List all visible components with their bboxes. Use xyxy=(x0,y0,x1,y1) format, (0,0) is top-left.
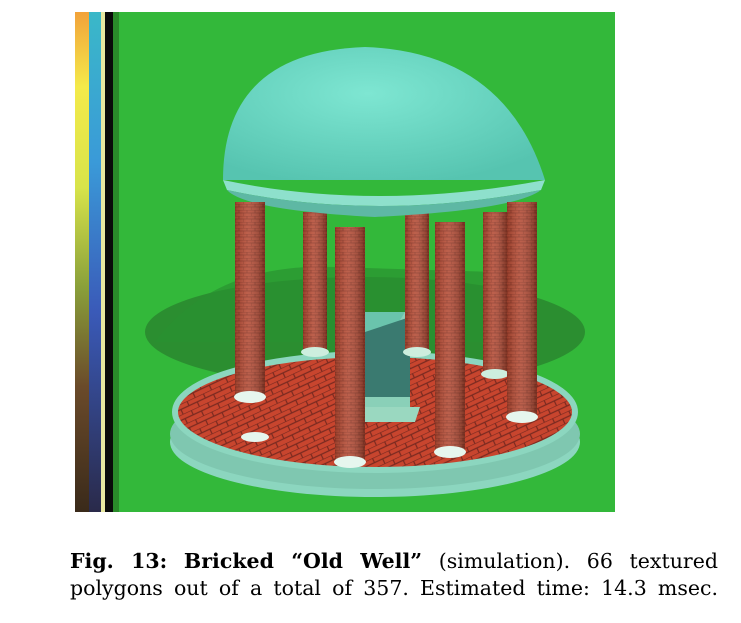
figure-title: Bricked “Old Well” xyxy=(183,549,423,573)
caption-line-1-rest: (simulation). 66 textured xyxy=(422,549,718,573)
figure-caption: Fig. 13: Bricked “Old Well” (simulation)… xyxy=(70,548,718,602)
caption-line-2: polygons out of a total of 357. Estimate… xyxy=(70,576,718,600)
figure-label: Fig. 13: xyxy=(70,549,168,573)
figure-image xyxy=(75,12,615,512)
rendered-old-well-image xyxy=(75,12,615,512)
front-columns xyxy=(234,202,538,468)
back-columns xyxy=(301,212,509,379)
caption-line-1: Fig. 13: Bricked “Old Well” (simulation)… xyxy=(70,548,718,575)
